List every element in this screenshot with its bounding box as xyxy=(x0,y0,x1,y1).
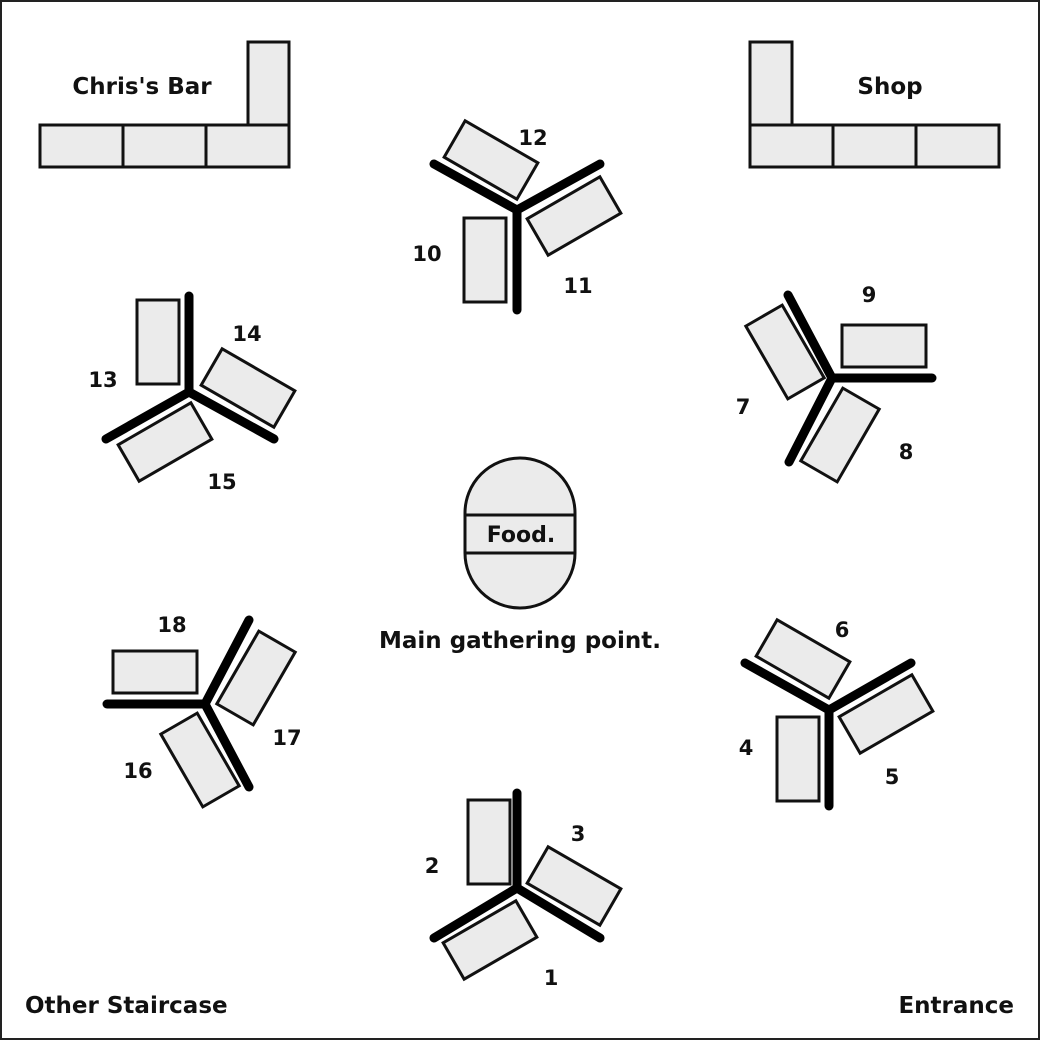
seat-number: 7 xyxy=(736,395,751,419)
divider-wall xyxy=(101,387,194,444)
seat xyxy=(111,649,199,695)
seat xyxy=(798,386,882,484)
bar-counter-segment xyxy=(204,123,291,169)
bar-counter-segment xyxy=(246,40,291,127)
seat xyxy=(754,617,852,701)
seat xyxy=(116,400,214,484)
divider-wall xyxy=(784,373,837,467)
shop-counter-segment xyxy=(748,123,835,169)
staircase-label: Other Staircase xyxy=(25,993,228,1019)
food-station xyxy=(463,456,577,610)
seat xyxy=(525,844,623,928)
seat-number: 15 xyxy=(207,470,236,494)
divider-wall xyxy=(824,658,916,715)
seat xyxy=(214,629,298,727)
seating-cluster: 12 11 10 xyxy=(412,118,623,315)
divider-wall xyxy=(512,883,605,943)
divider-wall xyxy=(429,159,522,215)
food-label: Food. xyxy=(487,523,555,548)
gathering-label: Main gathering point. xyxy=(379,628,661,654)
seat-number: 17 xyxy=(272,726,301,750)
seat-number: 3 xyxy=(571,822,586,846)
seat xyxy=(199,346,297,430)
seat-number: 2 xyxy=(425,854,440,878)
divider-wall xyxy=(429,883,522,943)
seat-number: 10 xyxy=(412,242,441,266)
seat xyxy=(837,672,935,756)
seat xyxy=(442,118,540,202)
shop-label: Shop xyxy=(857,74,922,100)
seat xyxy=(158,711,242,809)
bar-counter xyxy=(38,40,291,169)
shop-counter-segment xyxy=(831,123,918,169)
bar-label: Chris's Bar xyxy=(72,74,212,100)
seat xyxy=(462,216,508,304)
seat xyxy=(775,715,821,803)
seat-number: 8 xyxy=(899,440,914,464)
seat-number: 18 xyxy=(157,613,186,637)
divider-wall xyxy=(184,387,279,444)
bar-counter-segment xyxy=(121,123,208,169)
seat xyxy=(840,323,928,369)
divider-wall xyxy=(512,159,605,215)
food-table xyxy=(463,456,577,610)
seat xyxy=(525,174,623,258)
shop-counter-segment xyxy=(748,40,794,127)
shop-counter xyxy=(748,40,1001,169)
seat xyxy=(466,798,512,886)
seat-number: 13 xyxy=(88,368,117,392)
seat-number: 6 xyxy=(835,618,850,642)
seating-cluster: 7 9 8 xyxy=(736,283,937,484)
seat xyxy=(441,898,539,982)
seating-cluster: 4 5 6 xyxy=(739,617,935,811)
seat-number: 4 xyxy=(739,736,754,760)
divider-wall xyxy=(740,658,834,715)
bar-counter-segment xyxy=(38,123,125,169)
divider-wall xyxy=(200,615,254,709)
shop-counter-segment xyxy=(914,123,1001,169)
seat-number: 12 xyxy=(518,126,547,150)
seating-cluster: 2 3 1 xyxy=(425,788,623,990)
seat-number: 5 xyxy=(885,765,900,789)
seat xyxy=(743,303,827,401)
seating-cluster: 13 14 15 xyxy=(88,291,297,494)
seat-number: 9 xyxy=(862,283,877,307)
divider-wall xyxy=(783,290,837,383)
seat-number: 16 xyxy=(123,759,152,783)
entrance-label: Entrance xyxy=(898,993,1014,1019)
divider-wall xyxy=(200,699,254,792)
seat xyxy=(135,298,181,386)
seat-number: 14 xyxy=(232,322,261,346)
seat-number: 11 xyxy=(563,274,592,298)
seat-number: 1 xyxy=(544,966,559,990)
seating-cluster: 18 17 16 xyxy=(102,613,302,809)
